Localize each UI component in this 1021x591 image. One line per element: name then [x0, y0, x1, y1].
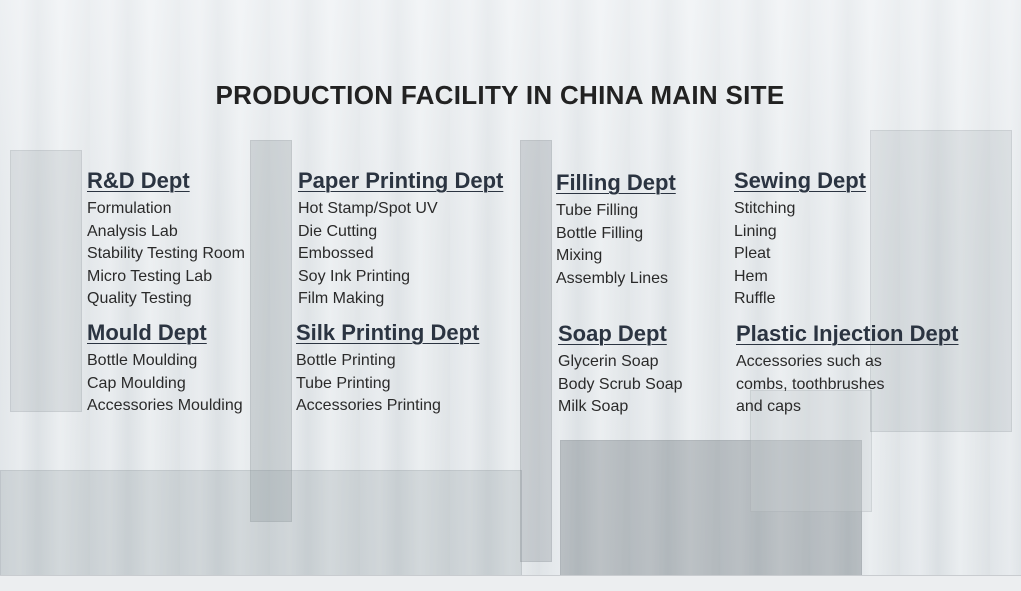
list-item: Formulation: [87, 200, 172, 217]
dept-heading: Mould Dept: [87, 320, 207, 345]
dept-plastic-injection: Plastic Injection Dept Accessories such …: [736, 321, 959, 419]
dept-heading: Paper Printing Dept: [298, 168, 504, 193]
list-item: Pleat: [734, 245, 771, 262]
dept-heading: Plastic Injection Dept: [736, 321, 959, 346]
list-item: Film Making: [298, 290, 385, 307]
background-machine: [560, 440, 862, 575]
list-item: Quality Testing: [87, 290, 192, 307]
list-item: Milk Soap: [558, 398, 629, 415]
list-item: Tube Filling: [556, 202, 639, 219]
background-machine: [750, 390, 872, 512]
dept-list: Bottle Printing Tube Printing Accessorie…: [296, 350, 479, 418]
list-item: Glycerin Soap: [558, 353, 659, 370]
dept-heading: R&D Dept: [87, 168, 190, 193]
background-machine: [0, 470, 522, 575]
dept-soap: Soap Dept Glycerin Soap Body Scrub Soap …: [558, 321, 683, 419]
list-item: Hot Stamp/Spot UV: [298, 200, 438, 217]
background-machine: [10, 150, 82, 412]
dept-rd: R&D Dept Formulation Analysis Lab Stabil…: [87, 168, 245, 311]
list-item: Assembly Lines: [556, 269, 669, 287]
dept-paper-printing: Paper Printing Dept Hot Stamp/Spot UV Di…: [298, 168, 503, 311]
dept-heading: Silk Printing Dept: [296, 320, 480, 345]
list-item: Stability Testing Room: [87, 245, 245, 262]
dept-heading: Sewing Dept: [734, 168, 867, 193]
dept-filling: Filling Dept Tube Filling Bottle Filling…: [556, 170, 676, 290]
factory-background-image: [0, 0, 1021, 575]
list-item: Ruffle: [734, 290, 776, 307]
list-item: Die Cutting: [298, 222, 378, 240]
bottom-bar: [0, 575, 1021, 591]
dept-list: Bottle Moulding Cap Moulding Accessories…: [87, 350, 243, 418]
dept-list: Tube Filling Bottle Filling Mixing Assem…: [556, 200, 676, 290]
dept-sewing: Sewing Dept Stitching Lining Pleat Hem R…: [734, 168, 866, 311]
list-item: Hem: [734, 267, 768, 285]
background-machine: [870, 130, 1012, 432]
list-item: Body Scrub Soap: [558, 375, 683, 393]
background-machine: [250, 140, 292, 522]
dept-list: Glycerin Soap Body Scrub Soap Milk Soap: [558, 351, 683, 419]
list-item: Tube Printing: [296, 374, 391, 392]
dept-list: Formulation Analysis Lab Stability Testi…: [87, 198, 245, 311]
background-machine: [520, 140, 552, 562]
list-item: Bottle Moulding: [87, 352, 198, 369]
dept-list: Hot Stamp/Spot UV Die Cutting Embossed S…: [298, 198, 503, 311]
list-item: Embossed: [298, 245, 374, 262]
list-item: Mixing: [556, 247, 603, 264]
dept-list: Stitching Lining Pleat Hem Ruffle: [734, 198, 866, 311]
list-item: Soy Ink Printing: [298, 267, 411, 285]
list-item: Accessories Moulding: [87, 397, 243, 414]
list-item: Analysis Lab: [87, 222, 178, 240]
dept-heading: Filling Dept: [556, 170, 676, 195]
list-item: Accessories Printing: [296, 397, 441, 414]
list-item: Stitching: [734, 200, 796, 217]
dept-description: Accessories such as combs, toothbrushes …: [736, 353, 885, 415]
dept-mould: Mould Dept Bottle Moulding Cap Moulding …: [87, 320, 243, 418]
dept-silk-printing: Silk Printing Dept Bottle Printing Tube …: [296, 320, 479, 418]
dept-heading: Soap Dept: [558, 321, 667, 346]
list-item: Bottle Printing: [296, 352, 396, 369]
list-item: Micro Testing Lab: [87, 267, 213, 285]
page-title: PRODUCTION FACILITY IN CHINA MAIN SITE: [215, 80, 785, 110]
list-item: Lining: [734, 222, 777, 240]
list-item: Bottle Filling: [556, 224, 644, 242]
list-item: Cap Moulding: [87, 374, 186, 392]
